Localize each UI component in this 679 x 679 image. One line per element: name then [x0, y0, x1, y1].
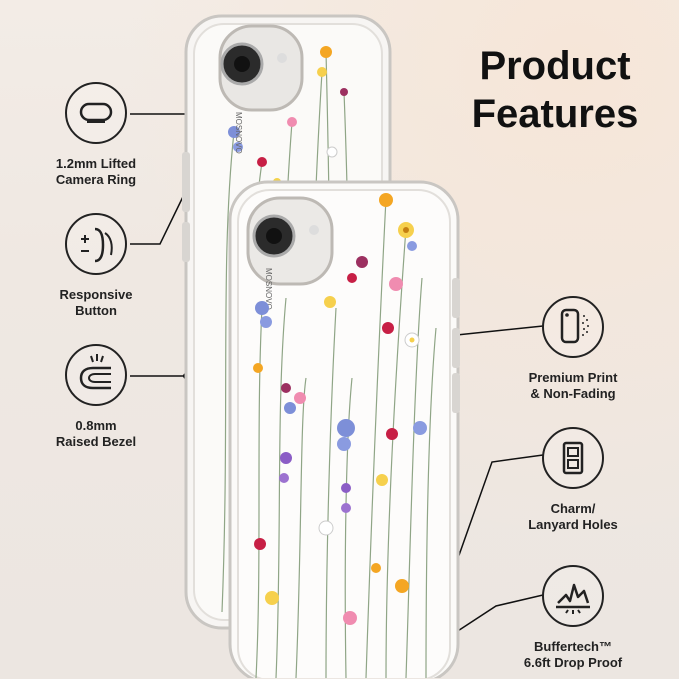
title-line-1: Product: [479, 44, 631, 88]
print-icon: [542, 296, 604, 358]
phone-case-front-view: MOSNOVO: [228, 180, 460, 678]
feature-label-line-1: Premium Print: [528, 370, 618, 385]
shockwave-icon: [542, 565, 604, 627]
back-brand-mark: MOSNOVO: [234, 112, 243, 154]
feature-label-line-2: & Non-Fading: [530, 386, 616, 401]
feature-lanyard-holes: Charm/ Lanyard Holes: [510, 427, 636, 533]
feature-label-line-1: 0.8mm: [75, 418, 117, 433]
feature-label-line-1: Responsive: [59, 287, 133, 302]
feature-drop-proof: Buffertech™ 6.6ft Drop Proof: [510, 565, 636, 671]
button-icon: [65, 213, 127, 275]
front-brand-mark: MOSNOVO: [264, 268, 273, 310]
feature-label-line-2: Button: [75, 303, 117, 318]
feature-camera-ring: 1.2mm Lifted Camera Ring: [36, 82, 156, 188]
feature-label-line-1: 1.2mm Lifted: [55, 156, 137, 171]
title-line-2: Features: [471, 92, 639, 136]
feature-label-line-2: Raised Bezel: [55, 434, 137, 449]
feature-label-line-2: Camera Ring: [55, 172, 137, 187]
feature-label-line-1: Charm/: [550, 501, 596, 516]
feature-label-line-2: 6.6ft Drop Proof: [523, 655, 623, 670]
feature-premium-print: Premium Print & Non-Fading: [510, 296, 636, 402]
feature-label-line-2: Lanyard Holes: [528, 517, 618, 532]
lanyard-hole-icon: [542, 427, 604, 489]
camera-ring-icon: [65, 82, 127, 144]
page-title: Product Features: [455, 42, 655, 138]
feature-responsive-button: Responsive Button: [36, 213, 156, 319]
feature-raised-bezel: 0.8mm Raised Bezel: [36, 344, 156, 450]
feature-label-line-1: Buffertech™: [533, 639, 612, 654]
bezel-icon: [65, 344, 127, 406]
